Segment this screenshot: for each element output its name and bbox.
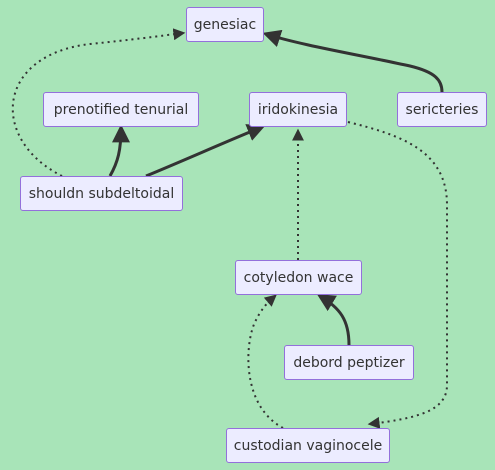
node-prenotified-tenurial[interactable]: prenotified tenurial	[43, 92, 199, 127]
node-sericteries[interactable]: sericteries	[397, 92, 487, 127]
node-iridokinesia[interactable]: iridokinesia	[249, 92, 347, 127]
node-cotyledon-wace[interactable]: cotyledon wace	[235, 260, 362, 295]
node-custodian-vaginocele[interactable]: custodian vaginocele	[226, 428, 390, 463]
edge-custodian-to-cotyledon	[247, 294, 284, 429]
node-shouldn-subdeltoidal[interactable]: shouldn subdeltoidal	[20, 176, 183, 211]
edge-debord-to-cotyledon	[316, 294, 351, 346]
edge-shouldn-to-genesiac	[11, 28, 186, 177]
edge-shouldn-to-prenotified	[108, 124, 130, 177]
node-debord-peptizer[interactable]: debord peptizer	[284, 345, 414, 380]
edge-sericteries-to-genesiac	[262, 29, 444, 93]
node-genesiac[interactable]: genesiac	[186, 7, 264, 42]
edge-shouldn-to-iridokinesia	[145, 124, 266, 178]
